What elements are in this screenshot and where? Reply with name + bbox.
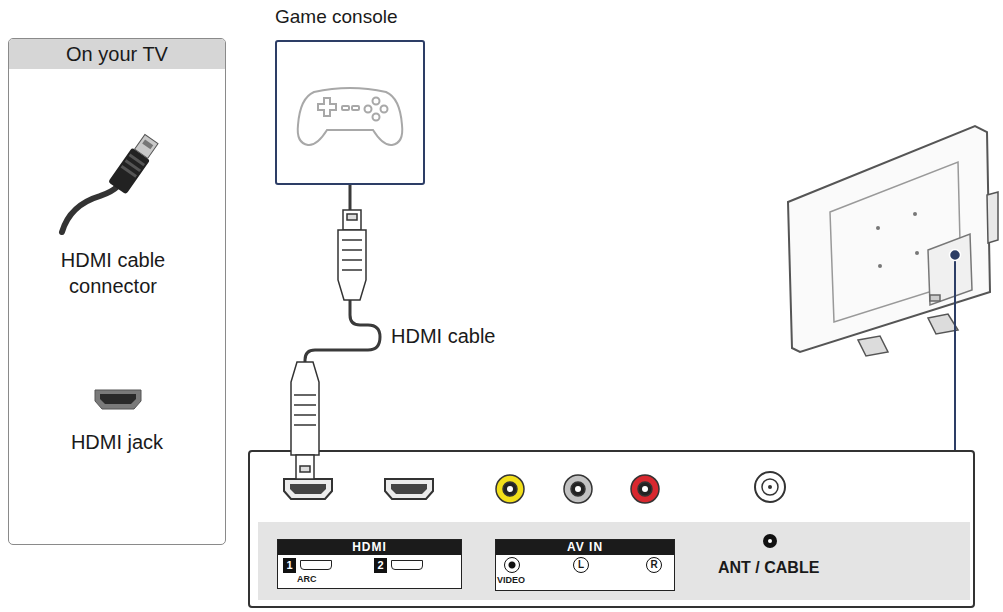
cable-label: HDMI cable xyxy=(389,325,497,348)
node-text: R xyxy=(646,557,662,573)
node-text: HDMI jack xyxy=(9,429,225,455)
leader-line xyxy=(950,250,961,451)
video-symbol xyxy=(504,557,520,573)
tv-illustration xyxy=(788,126,998,356)
hdmi-jack-icon xyxy=(95,390,141,409)
node-text: L xyxy=(573,557,589,573)
gamepad-icon xyxy=(298,88,403,145)
node-heading: HDMI xyxy=(278,540,461,555)
info-panel: On your TV HDMI cable connectorHDMI jack xyxy=(8,38,226,545)
port-symbol xyxy=(391,560,423,570)
node-heading: ANT / CABLE xyxy=(718,559,819,577)
hdmi-plug-top xyxy=(338,210,366,300)
device-box: Game console xyxy=(275,40,425,185)
node-text: ARC xyxy=(297,574,317,584)
av-label-box: AV IN VIDEO L R xyxy=(495,539,675,591)
hdmi-plug-bottom xyxy=(291,362,319,479)
node-heading: On your TV xyxy=(9,39,225,69)
jack-panel: ANT / CABLE HDMI 1ARC 2 AV IN VIDEO L R xyxy=(248,450,975,608)
rca-jacks xyxy=(496,475,659,503)
hdmi-plug-picture xyxy=(62,133,160,232)
node-text: 1 xyxy=(283,558,296,573)
panel-band xyxy=(258,522,970,600)
node-text: 2 xyxy=(374,558,387,573)
antenna-jack xyxy=(755,472,785,548)
hdmi-jacks xyxy=(284,479,433,499)
node-heading: AV IN xyxy=(496,540,674,555)
node-text: HDMI cable connector xyxy=(28,247,198,299)
port-symbol xyxy=(300,560,332,570)
hdmi-label-box: HDMI 1ARC 2 xyxy=(277,539,462,589)
node-text: VIDEO xyxy=(497,575,525,585)
node-heading: Game console xyxy=(275,6,398,28)
